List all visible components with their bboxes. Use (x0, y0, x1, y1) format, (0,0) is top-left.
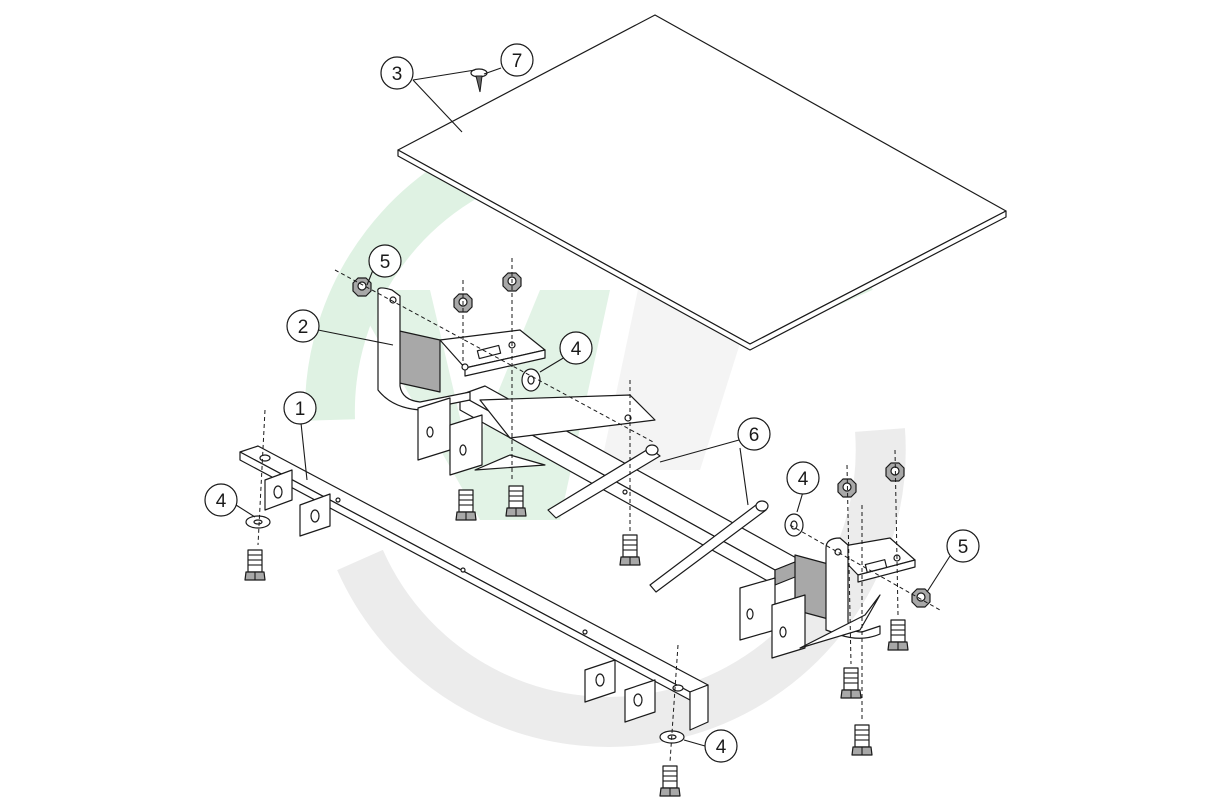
assembly-axes (257, 258, 941, 763)
callout-part-5: 5 (368, 244, 402, 278)
svg-text:2: 2 (298, 317, 309, 338)
svg-text:4: 4 (716, 737, 727, 758)
callout-part-7: 7 (500, 43, 534, 77)
bolt (887, 619, 909, 651)
bolt (619, 534, 641, 566)
callout-part-3: 3 (380, 56, 414, 90)
rods (547, 444, 769, 593)
left-bracket (377, 287, 656, 476)
washer (784, 513, 804, 537)
callout-part-4: 4 (704, 729, 738, 763)
leader-lines (235, 67, 951, 747)
callout-part-5: 5 (946, 529, 980, 563)
svg-text:6: 6 (749, 425, 760, 446)
bolt (505, 485, 527, 517)
bolt (244, 549, 266, 581)
svg-text:4: 4 (571, 339, 582, 360)
cover-panel (397, 14, 1007, 351)
svg-text:1: 1 (295, 399, 306, 420)
callout-part-6: 6 (737, 417, 771, 451)
base-rail (239, 445, 709, 731)
right-bracket (739, 537, 916, 659)
screw (470, 68, 488, 93)
svg-text:5: 5 (380, 252, 391, 273)
svg-text:4: 4 (216, 491, 227, 512)
svg-text:5: 5 (958, 537, 969, 558)
bolt (659, 765, 681, 797)
callout-part-4: 4 (204, 483, 238, 517)
svg-text:7: 7 (512, 51, 523, 72)
fasteners (244, 272, 931, 797)
bolt (840, 667, 862, 699)
washer (521, 368, 541, 392)
washer (245, 515, 271, 529)
callout-part-1: 1 (283, 391, 317, 425)
callout-part-4: 4 (786, 461, 820, 495)
bolt (851, 724, 873, 756)
callout-part-2: 2 (286, 309, 320, 343)
bolt (455, 489, 477, 521)
svg-text:4: 4 (798, 469, 809, 490)
callouts: 1 2 3 4 4 4 4 5 (204, 43, 980, 763)
svg-text:3: 3 (392, 64, 403, 85)
callout-part-4: 4 (559, 331, 593, 365)
